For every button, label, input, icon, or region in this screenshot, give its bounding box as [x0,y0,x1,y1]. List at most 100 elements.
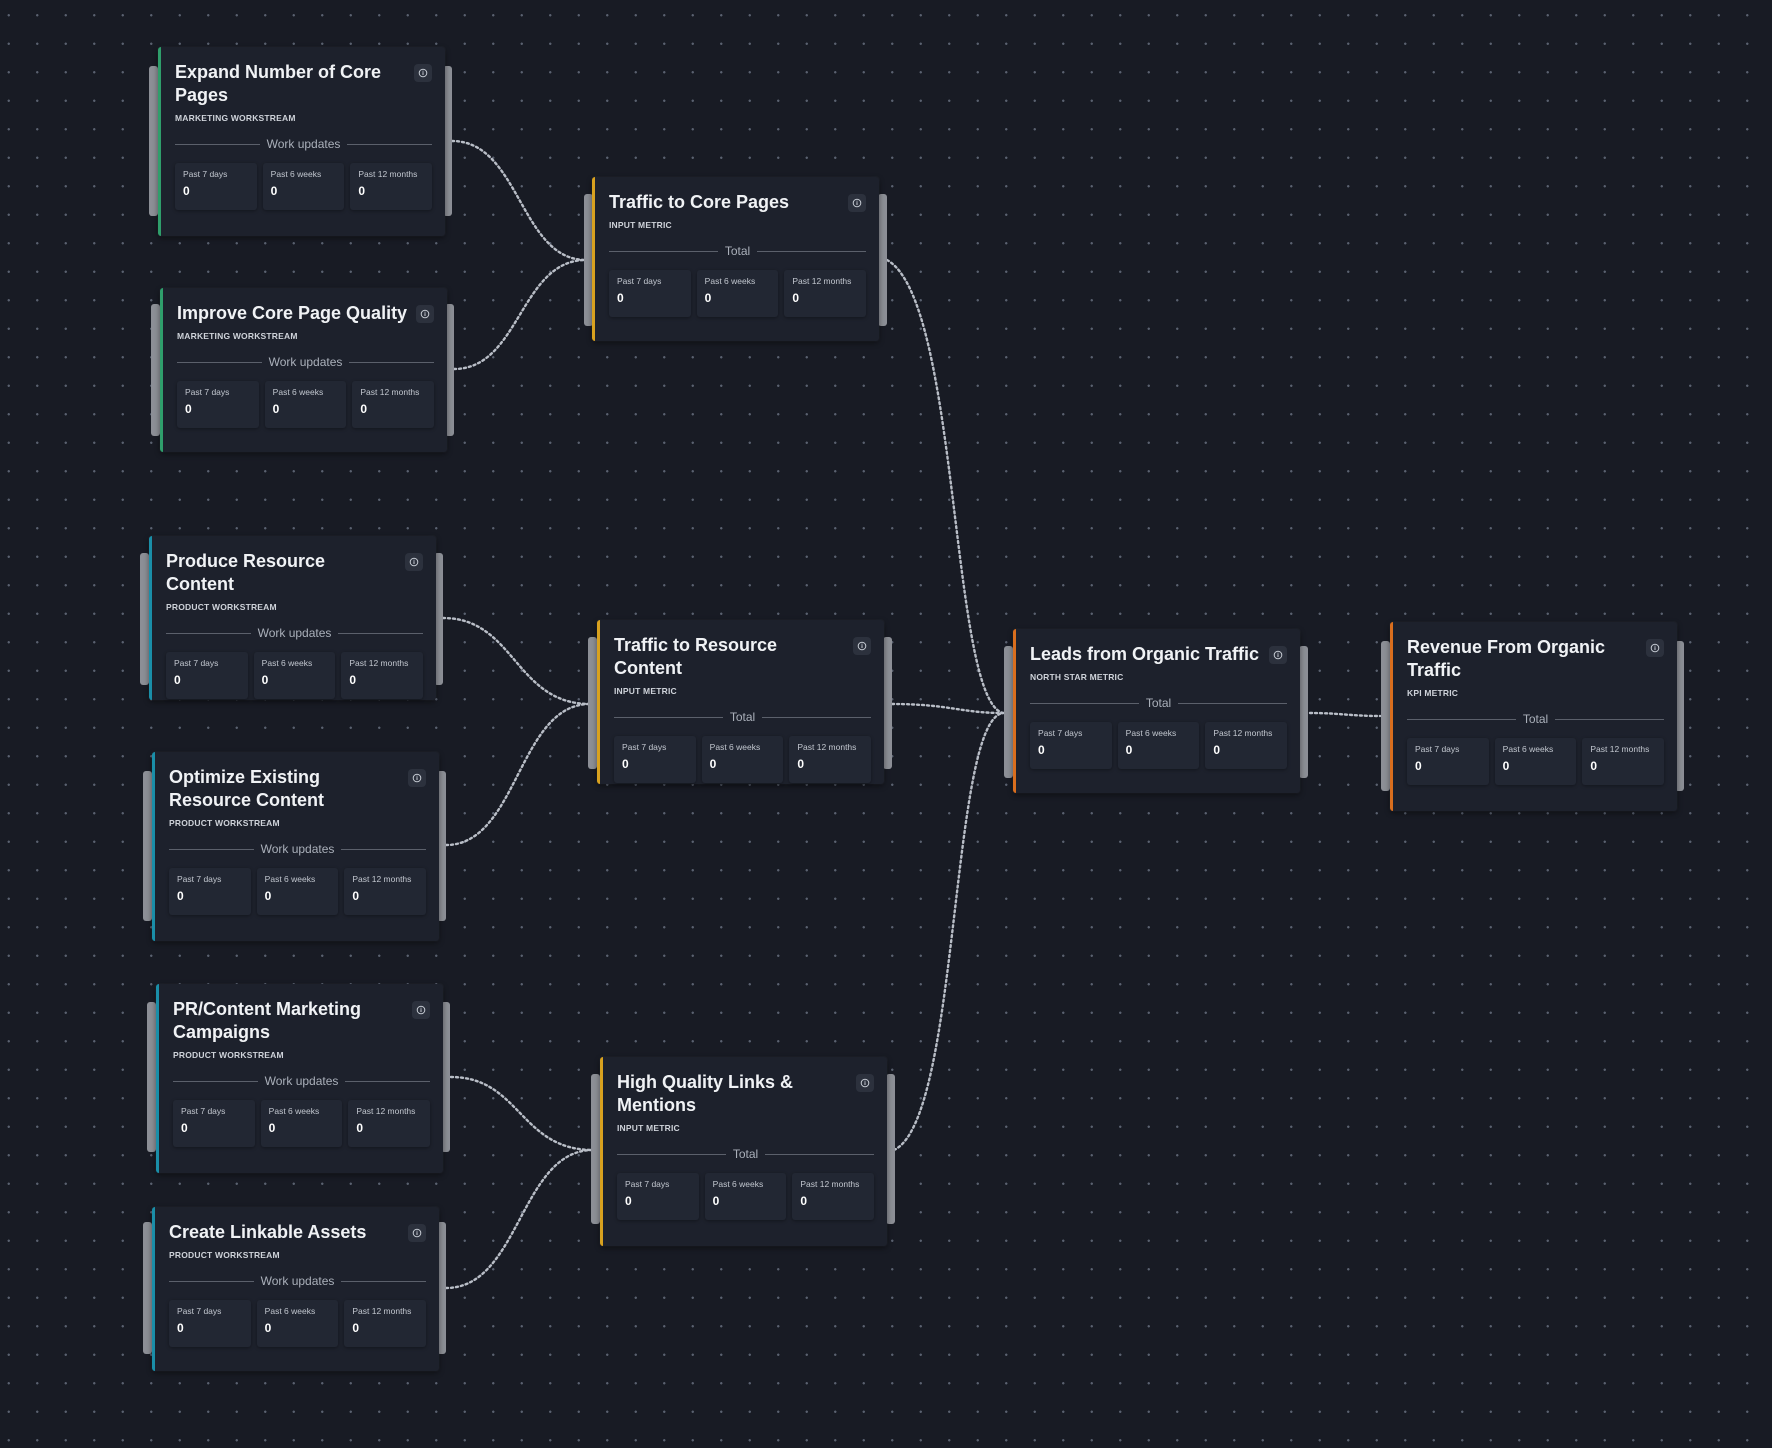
edge-optimize-to-traffic-resource [444,702,592,847]
output-handle[interactable] [434,553,443,685]
info-icon[interactable] [856,1074,874,1092]
section-divider: Work updates [173,1074,430,1088]
input-handle[interactable] [584,194,593,326]
node-type: INPUT METRIC [609,220,672,230]
node-type: PRODUCT WORKSTREAM [169,818,280,828]
output-handle[interactable] [883,637,892,769]
info-icon[interactable] [1269,646,1287,664]
output-handle[interactable] [437,1222,446,1354]
output-handle[interactable] [445,304,454,436]
output-handle[interactable] [886,1074,895,1224]
node-title: Leads from Organic Traffic [1030,644,1260,664]
node-title: Improve Core Page Quality [177,303,408,323]
input-handle[interactable] [147,1002,156,1152]
input-handle[interactable] [151,304,160,436]
info-icon[interactable] [405,553,423,571]
node-produce-resource-content[interactable]: Produce Resource Content PRODUCT WORKSTR… [149,536,436,700]
input-handle[interactable] [140,553,149,685]
input-handle[interactable] [591,1074,600,1224]
output-handle[interactable] [1675,641,1684,791]
edge-core-pages-to-traffic-core [450,139,588,262]
edge-traffic-core-to-leads [885,258,1005,715]
section-divider: Total [609,244,866,258]
node-type: PRODUCT WORKSTREAM [166,602,277,612]
node-type: MARKETING WORKSTREAM [177,331,298,341]
edge-core-quality-to-traffic-core [452,258,588,371]
input-handle[interactable] [588,637,597,769]
node-create-linkable-assets[interactable]: Create Linkable Assets PRODUCT WORKSTREA… [152,1207,439,1371]
info-icon[interactable] [408,1224,426,1242]
output-handle[interactable] [1299,646,1308,778]
node-expand-core-pages[interactable]: Expand Number of Core Pages MARKETING WO… [158,47,445,236]
node-optimize-existing-resource-content[interactable]: Optimize Existing Resource Content PRODU… [152,752,439,941]
node-traffic-to-core-pages[interactable]: Traffic to Core Pages INPUT METRIC Total… [592,177,879,341]
input-handle[interactable] [149,66,158,216]
info-icon[interactable] [408,769,426,787]
node-title: Optimize Existing Resource Content [169,767,325,810]
input-handle[interactable] [1004,646,1013,778]
info-icon[interactable] [1646,639,1664,657]
info-icon[interactable] [853,637,871,655]
node-pr-content-marketing-campaigns[interactable]: PR/Content Marketing Campaigns PRODUCT W… [156,984,443,1173]
node-improve-core-page-quality[interactable]: Improve Core Page Quality MARKETING WORK… [160,288,447,452]
node-traffic-to-resource-content[interactable]: Traffic to Resource Content INPUT METRIC… [597,620,884,784]
output-handle[interactable] [441,1002,450,1152]
node-type: INPUT METRIC [617,1123,680,1133]
section-divider: Total [617,1147,874,1161]
output-handle[interactable] [437,771,446,921]
input-handle[interactable] [1381,641,1390,791]
node-title: High Quality Links & Mentions [617,1072,794,1115]
node-leads-from-organic-traffic[interactable]: Leads from Organic Traffic NORTH STAR ME… [1013,629,1300,793]
output-handle[interactable] [878,194,887,326]
info-icon[interactable] [414,64,432,82]
section-divider: Work updates [169,842,426,856]
node-revenue-from-organic-traffic[interactable]: Revenue From Organic Traffic KPI METRIC … [1390,622,1677,811]
node-title: Traffic to Resource Content [614,635,778,678]
node-type: PRODUCT WORKSTREAM [173,1050,284,1060]
edge-traffic-resource-to-leads [890,702,1005,715]
node-type: MARKETING WORKSTREAM [175,113,296,123]
section-divider: Total [614,710,871,724]
info-icon[interactable] [848,194,866,212]
node-title: Traffic to Core Pages [609,192,790,212]
section-divider: Total [1030,696,1287,710]
node-title: Produce Resource Content [166,551,326,594]
node-high-quality-links-mentions[interactable]: High Quality Links & Mentions INPUT METR… [600,1057,887,1246]
info-icon[interactable] [416,305,434,323]
section-divider: Work updates [166,626,423,640]
input-handle[interactable] [143,1222,152,1354]
info-icon[interactable] [412,1001,430,1019]
output-handle[interactable] [443,66,452,216]
input-handle[interactable] [143,771,152,921]
